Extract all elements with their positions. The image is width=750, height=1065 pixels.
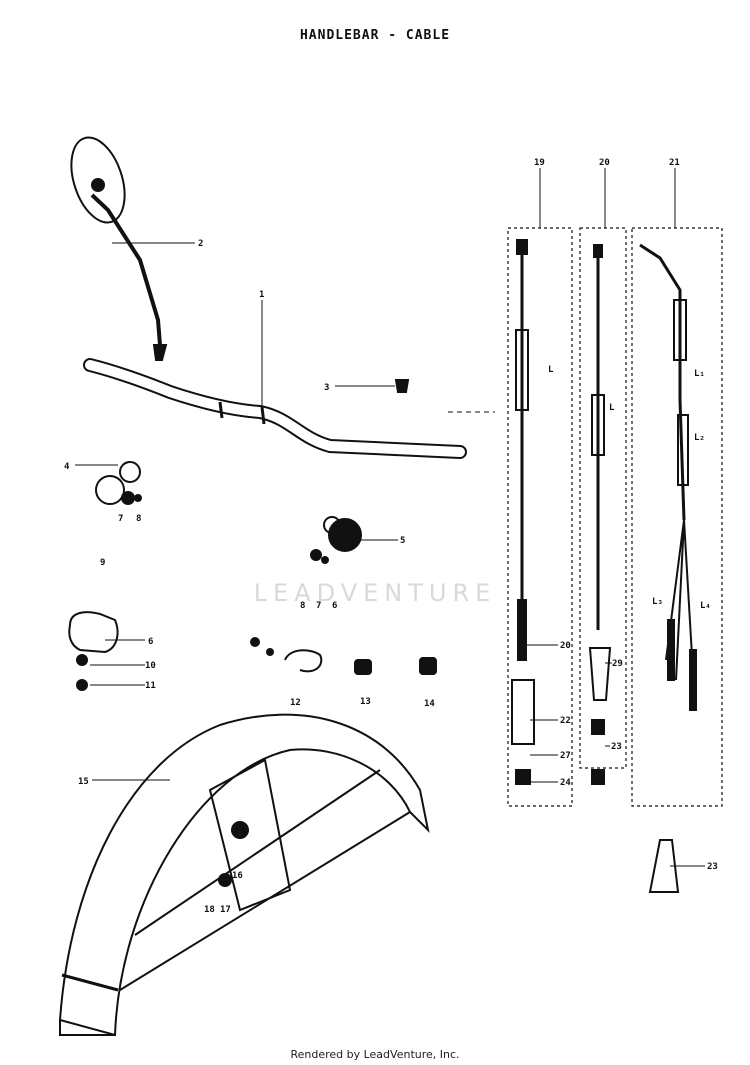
part-label: 6 [148,637,153,647]
part-label: 5 [400,536,405,546]
part-label: 4 [64,462,70,472]
part-label: 7 [118,514,123,524]
part-label: 16 [232,871,243,881]
part-label: 22 [560,716,571,726]
front-fender [58,713,430,1037]
part-label: 8 [300,601,305,611]
length-label: L₄ [700,601,711,611]
leader-lines [75,168,705,867]
switch-housing [68,611,119,691]
part-label: 11 [145,681,156,691]
part-label: 20 [560,641,571,651]
watermark: LEADVENTURE [253,579,497,607]
part-label: 6 [332,601,337,611]
part-label: 9 [100,558,105,568]
part-label: 15 [78,777,89,787]
part-label: 13 [360,697,371,707]
cable-29 [639,243,697,711]
right-lever-bracket [310,516,362,564]
length-labels: L L L₁ L₂ L₃ L₄ [548,365,711,611]
part-label: 20 [599,158,610,168]
part-label: 29 [612,659,623,669]
length-label: L [548,365,554,375]
cable-21 [511,239,535,785]
cover-26 [648,839,680,893]
part-label: 24 [560,778,571,788]
length-label: L₁ [694,369,705,379]
cable-clamps [250,637,437,675]
footer-credit: Rendered by LeadVenture, Inc. [290,1048,460,1061]
length-label: L [609,403,615,413]
part-label: 3 [324,383,329,393]
left-lever-bracket [95,461,142,505]
part-label: 8 [136,514,141,524]
part-label: 17 [220,905,231,915]
part-label: 7 [316,601,321,611]
part-label: 12 [290,698,301,708]
length-label: L₃ [652,597,663,607]
part-label: 21 [669,158,680,168]
part-label: 1 [259,290,264,300]
part-label: 10 [145,661,156,671]
handlebar [83,358,467,459]
part-labels: 2 1 3 4 7 8 9 5 6 7 8 6 10 11 12 13 14 1… [64,158,718,915]
part-label: 27 [560,751,571,761]
part-label: 23 [707,862,718,872]
length-label: L₂ [694,433,705,443]
cable-20 [588,244,612,785]
part-label: 23 [611,742,622,752]
cable-group-boxes [507,227,723,807]
part-label: 19 [534,158,545,168]
part-label: 2 [198,239,203,249]
part-label: 18 [204,905,215,915]
page-title: HANDLEBAR - CABLE [299,28,451,43]
mirror [70,136,168,361]
part-label: 14 [424,699,435,709]
